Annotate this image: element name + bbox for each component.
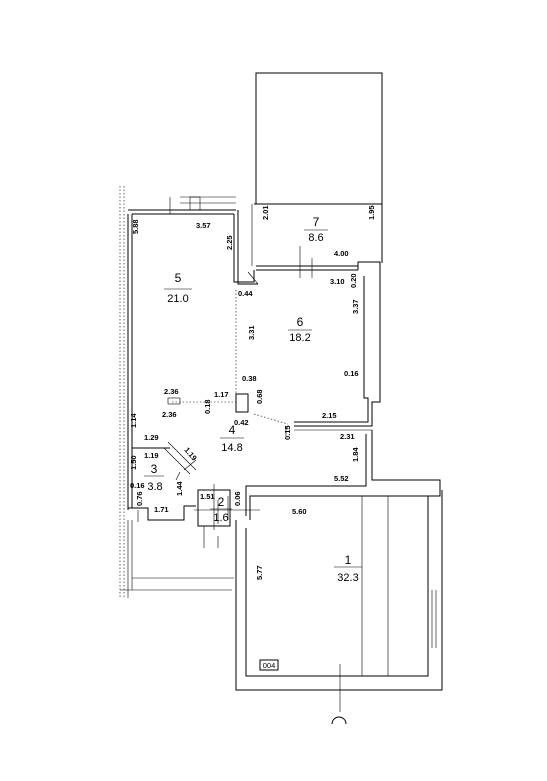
dim-label: 0.16 xyxy=(344,369,359,378)
dim-label: 5.77 xyxy=(255,565,264,580)
room-3-walls xyxy=(128,441,197,522)
room-4-walls xyxy=(245,429,441,520)
room-5-walls xyxy=(127,196,258,510)
dim-label: 0.15 xyxy=(283,425,292,440)
dim-label: 3.31 xyxy=(247,325,256,340)
dim-label: 2.25 xyxy=(225,235,234,250)
lower-left-outline xyxy=(120,520,234,598)
dim-label: 1.95 xyxy=(367,205,376,220)
dim-label: 1.51 xyxy=(200,492,215,501)
room-7-number: 7 xyxy=(313,215,320,229)
dim-label: 0.68 xyxy=(255,389,264,404)
wall-niche xyxy=(167,397,181,405)
left-dashed-boundary xyxy=(119,186,125,598)
dim-label: 3.37 xyxy=(351,299,360,314)
dim-label: 4.00 xyxy=(334,249,349,258)
room-3-area: 3.8 xyxy=(147,481,162,493)
dim-label: 0.16 xyxy=(130,481,145,490)
dimension-ticks xyxy=(247,246,341,712)
room-2-number: 2 xyxy=(218,495,225,509)
dim-label: 2.36 xyxy=(164,387,179,396)
dim-label: 0.38 xyxy=(242,374,257,383)
dim-label: 0.44 xyxy=(238,289,253,298)
room-1-walls xyxy=(235,490,443,691)
room-4-area: 14.8 xyxy=(221,442,242,454)
room-7-area: 8.6 xyxy=(308,232,323,244)
room-6-walls xyxy=(172,261,381,427)
dim-label: 1.44 xyxy=(175,481,184,496)
dim-label: 5.88 xyxy=(131,219,140,234)
room-5-area: 21.0 xyxy=(167,293,188,305)
plan-label-box: 004 xyxy=(259,659,279,671)
dim-label: 1.50 xyxy=(129,455,138,470)
column xyxy=(235,393,249,413)
room-6-area: 18.2 xyxy=(289,332,310,344)
room-2-walls xyxy=(194,484,260,548)
dim-label: 0.06 xyxy=(233,491,242,506)
dim-label: 1.29 xyxy=(144,433,159,442)
dim-label: 2.01 xyxy=(261,205,270,220)
dim-label: 2.31 xyxy=(340,432,355,441)
room-4-number: 4 xyxy=(229,423,236,437)
room-7-walls xyxy=(251,72,383,271)
dim-label: 0.42 xyxy=(234,418,249,427)
room-1-area: 32.3 xyxy=(337,572,358,584)
room-3-number: 3 xyxy=(151,462,158,476)
dim-label: 3.57 xyxy=(196,221,211,230)
svg-text:004: 004 xyxy=(263,661,276,670)
dim-label: 1.84 xyxy=(351,447,360,462)
dim-label: 0.20 xyxy=(349,273,358,288)
dim-label: 1.19 xyxy=(182,446,198,463)
room-1-number: 1 xyxy=(345,553,352,567)
entry-marker-icon xyxy=(331,716,347,725)
dim-label: 0.76 xyxy=(135,491,144,506)
dim-label: 2.15 xyxy=(322,411,337,420)
dim-label: 1.71 xyxy=(154,505,169,514)
dim-label: 1.17 xyxy=(214,390,229,399)
dim-label: 1.19 xyxy=(144,451,159,460)
room-5-number: 5 xyxy=(175,271,182,285)
dim-label: 5.60 xyxy=(292,507,307,516)
dim-label: 3.10 xyxy=(330,277,345,286)
dim-label: 2.36 xyxy=(162,410,177,419)
room-2-area: 1.6 xyxy=(213,512,228,524)
dim-label: 1.14 xyxy=(129,413,138,428)
dim-label: 5.52 xyxy=(334,474,349,483)
room-6-number: 6 xyxy=(297,315,304,329)
dim-label: 0.18 xyxy=(203,399,212,414)
